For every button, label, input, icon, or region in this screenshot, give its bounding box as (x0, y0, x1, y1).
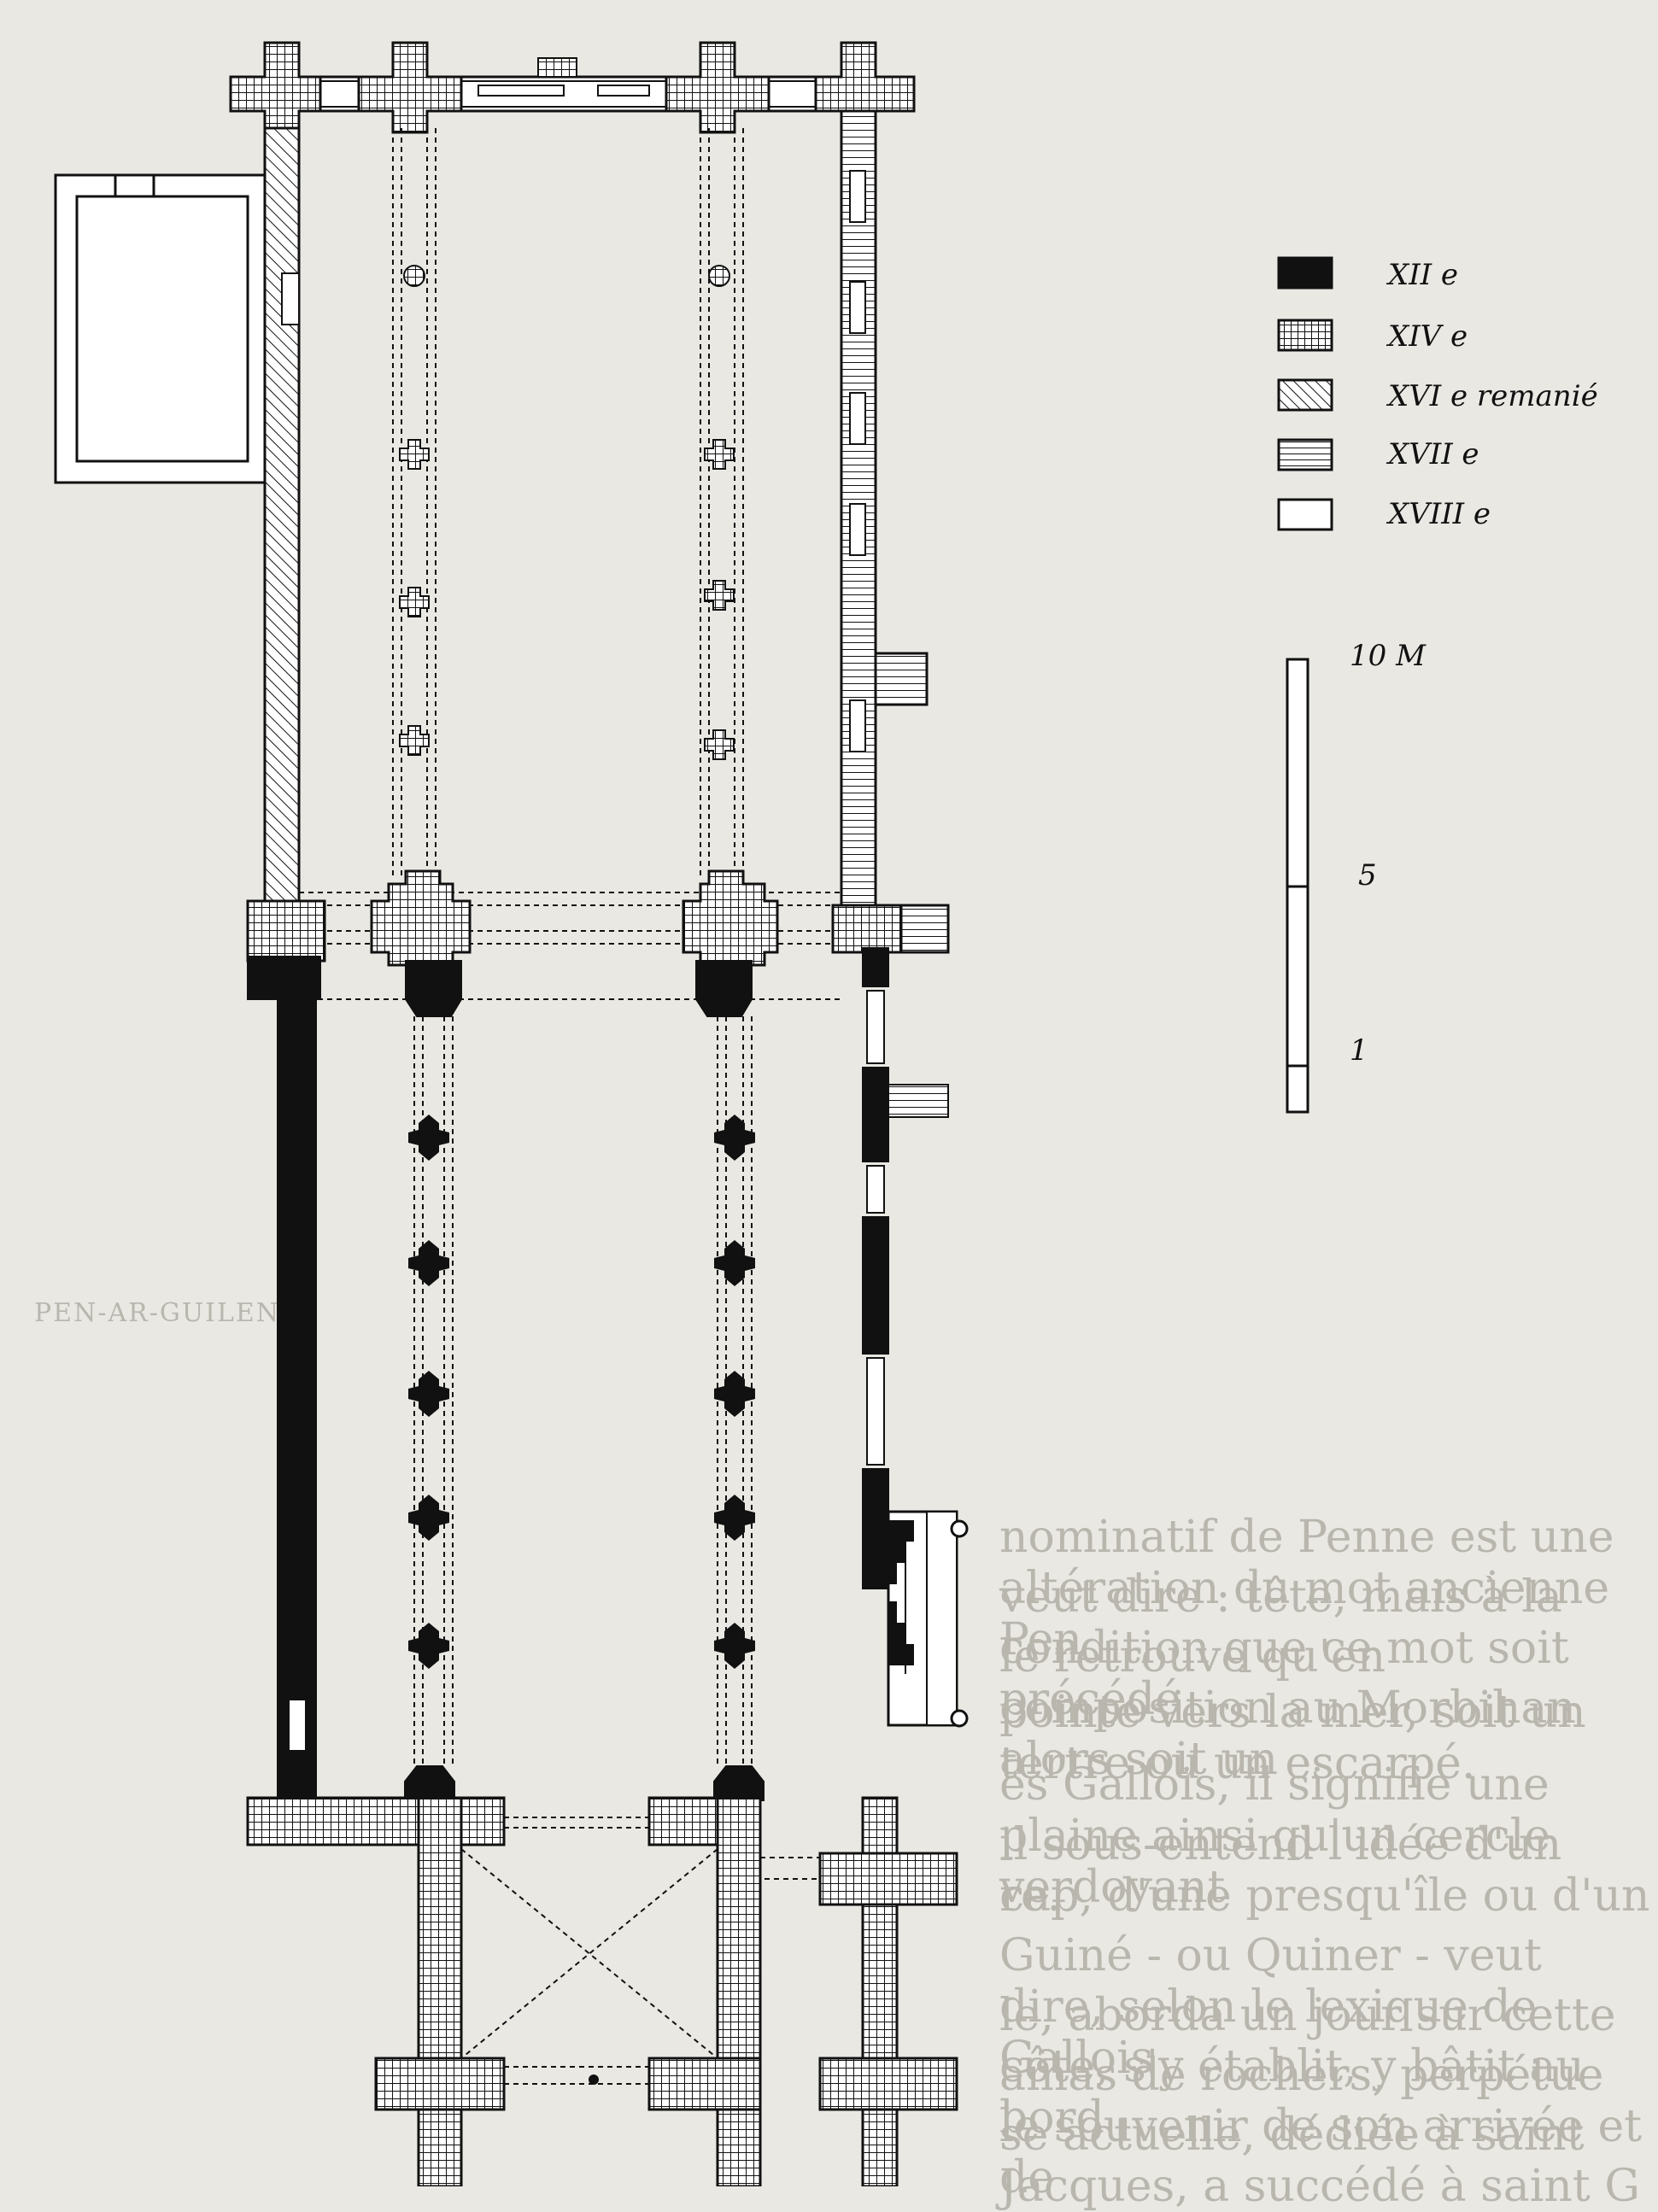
scale-label-5: 5 (1358, 858, 1377, 892)
legend-label-xii: XII e (1388, 258, 1458, 292)
nave-columns-upper (399, 265, 735, 760)
legend-swatch-xviii (1277, 498, 1333, 531)
bg-line: re. (999, 1870, 1062, 1922)
east-wall-xvii (840, 109, 929, 907)
legend-swatch-xiv (1277, 319, 1333, 352)
legend-label-xvii: XVII e (1388, 437, 1479, 471)
xii-walls (247, 947, 889, 1801)
side-label: PEN-AR-GUILEN (34, 1298, 281, 1328)
vault-lines-lower (413, 1016, 753, 1766)
bg-line: amas de rochers, perpétue le souvenir de… (999, 2050, 1643, 2203)
bg-line: nominatif de Penne est une altération du… (999, 1512, 1614, 1665)
legend-label-xviii: XVIII e (1388, 497, 1491, 531)
nave-columns-lower (408, 1115, 755, 1669)
legend-swatch-xvii (1277, 438, 1333, 471)
choir-column (589, 2074, 599, 2085)
legend-swatch-xvi (1277, 378, 1333, 412)
west-annex (54, 173, 271, 484)
scale-label-1: 1 (1350, 1033, 1368, 1068)
bg-line: il sous-entend l'idée d'un cap, d'une pr… (999, 1819, 1650, 1922)
bg-line: le, aborda un jour sur cette côte, s'y é… (999, 1990, 1616, 2144)
north-facade (229, 41, 916, 134)
legend-swatch-xii (1277, 256, 1333, 290)
side-porch (887, 1510, 969, 1728)
east-wall-windows (866, 990, 949, 1466)
choir-vault-lines (460, 1817, 718, 2085)
bg-line: Guiné - ou Quiner - veut dire, selon le … (999, 1930, 1542, 2084)
crossing-piers (246, 869, 950, 967)
vault-lines-upper (299, 128, 841, 1000)
scale-label-10m: 10 M (1350, 639, 1426, 673)
scale-bar-graphic (1286, 658, 1309, 1114)
west-window (288, 1699, 307, 1752)
bg-line: es Gallois, il signifie une plaine ainsi… (999, 1759, 1551, 1913)
bg-line: le retrouve qu'en composition au Morbiha… (999, 1631, 1576, 1785)
legend-label-xiv: XIV e (1388, 319, 1468, 354)
choir-xiv (246, 1796, 958, 2186)
bg-line: veut dire : tête, mais à la condition qu… (999, 1571, 1569, 1725)
bg-line: pointe vers la mer, soit un tertre ou un… (999, 1687, 1586, 1789)
west-wall-xvi (263, 109, 301, 907)
legend-label-xvi: XVI e remanié (1388, 379, 1598, 413)
legend-swatches (1277, 256, 1333, 531)
